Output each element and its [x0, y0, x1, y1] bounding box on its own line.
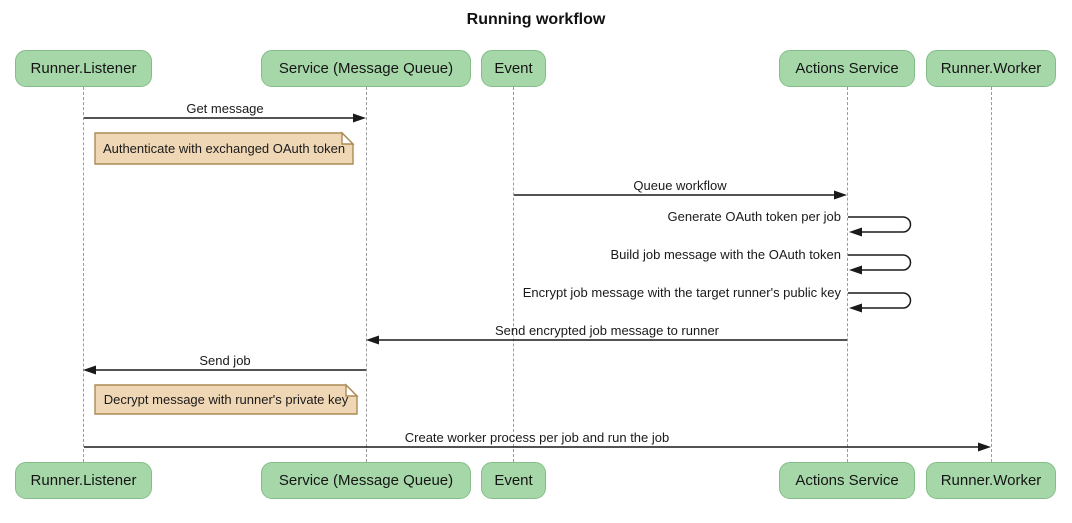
note-fold-authenticate	[341, 131, 355, 145]
actor-label: Runner.Worker	[940, 60, 1042, 77]
lifeline-runner-listener	[83, 87, 84, 462]
arrowhead-send-encrypted	[366, 335, 379, 345]
note-box-decrypt	[94, 384, 358, 415]
actor-label: Runner.Listener	[30, 60, 137, 77]
arrowhead-self-3	[849, 303, 862, 313]
self-loop-encrypt-message	[848, 292, 912, 309]
actor-label: Service (Message Queue)	[278, 60, 454, 77]
arrowhead-self-2	[849, 265, 862, 275]
actor-bottom-runner-listener: Runner.Listener	[15, 462, 152, 499]
message-label-generate-token: Generate OAuth token per job	[667, 209, 841, 224]
message-label-send-encrypted: Send encrypted job message to runner	[494, 323, 720, 338]
arrowhead-queue-workflow	[834, 190, 847, 200]
diagram-title: Running workflow	[466, 11, 606, 28]
lifeline-service-mq	[366, 87, 367, 462]
actor-bottom-service-mq: Service (Message Queue)	[261, 462, 471, 499]
lifeline-runner-worker	[991, 87, 992, 462]
arrowhead-create-worker	[978, 442, 991, 452]
actor-bottom-runner-worker: Runner.Worker	[926, 462, 1056, 499]
note-box-authenticate	[94, 132, 354, 165]
message-label-build-message: Build job message with the OAuth token	[610, 247, 841, 262]
lifeline-actions-service	[847, 87, 848, 462]
actor-label: Runner.Listener	[30, 472, 137, 489]
actor-top-event: Event	[481, 50, 546, 87]
actor-top-runner-listener: Runner.Listener	[15, 50, 152, 87]
actor-label: Event	[494, 60, 533, 77]
actor-label: Service (Message Queue)	[278, 472, 454, 489]
arrowhead-get-message	[353, 113, 366, 123]
actor-label: Runner.Worker	[940, 472, 1042, 489]
actor-top-runner-worker: Runner.Worker	[926, 50, 1056, 87]
message-label-queue-workflow: Queue workflow	[633, 178, 727, 193]
message-label-get-message: Get message	[186, 101, 264, 116]
actor-top-actions-service: Actions Service	[779, 50, 915, 87]
message-label-send-job: Send job	[199, 353, 251, 368]
self-loop-build-message	[848, 254, 912, 271]
lifeline-event	[513, 87, 514, 462]
actor-top-service-mq: Service (Message Queue)	[261, 50, 471, 87]
note-fold-decrypt	[345, 383, 359, 397]
note-decrypt: Decrypt message with runner's private ke…	[103, 392, 349, 407]
self-loop-generate-token	[848, 216, 912, 233]
note-authenticate: Authenticate with exchanged OAuth token	[102, 141, 346, 156]
arrowhead-self-1	[849, 227, 862, 237]
arrowhead-send-job	[83, 365, 96, 375]
actor-label: Actions Service	[795, 472, 899, 489]
message-label-encrypt-message: Encrypt job message with the target runn…	[522, 285, 841, 300]
actor-label: Event	[494, 472, 533, 489]
actor-label: Actions Service	[795, 60, 899, 77]
actor-bottom-event: Event	[481, 462, 546, 499]
actor-bottom-actions-service: Actions Service	[779, 462, 915, 499]
message-label-create-worker: Create worker process per job and run th…	[404, 430, 670, 445]
